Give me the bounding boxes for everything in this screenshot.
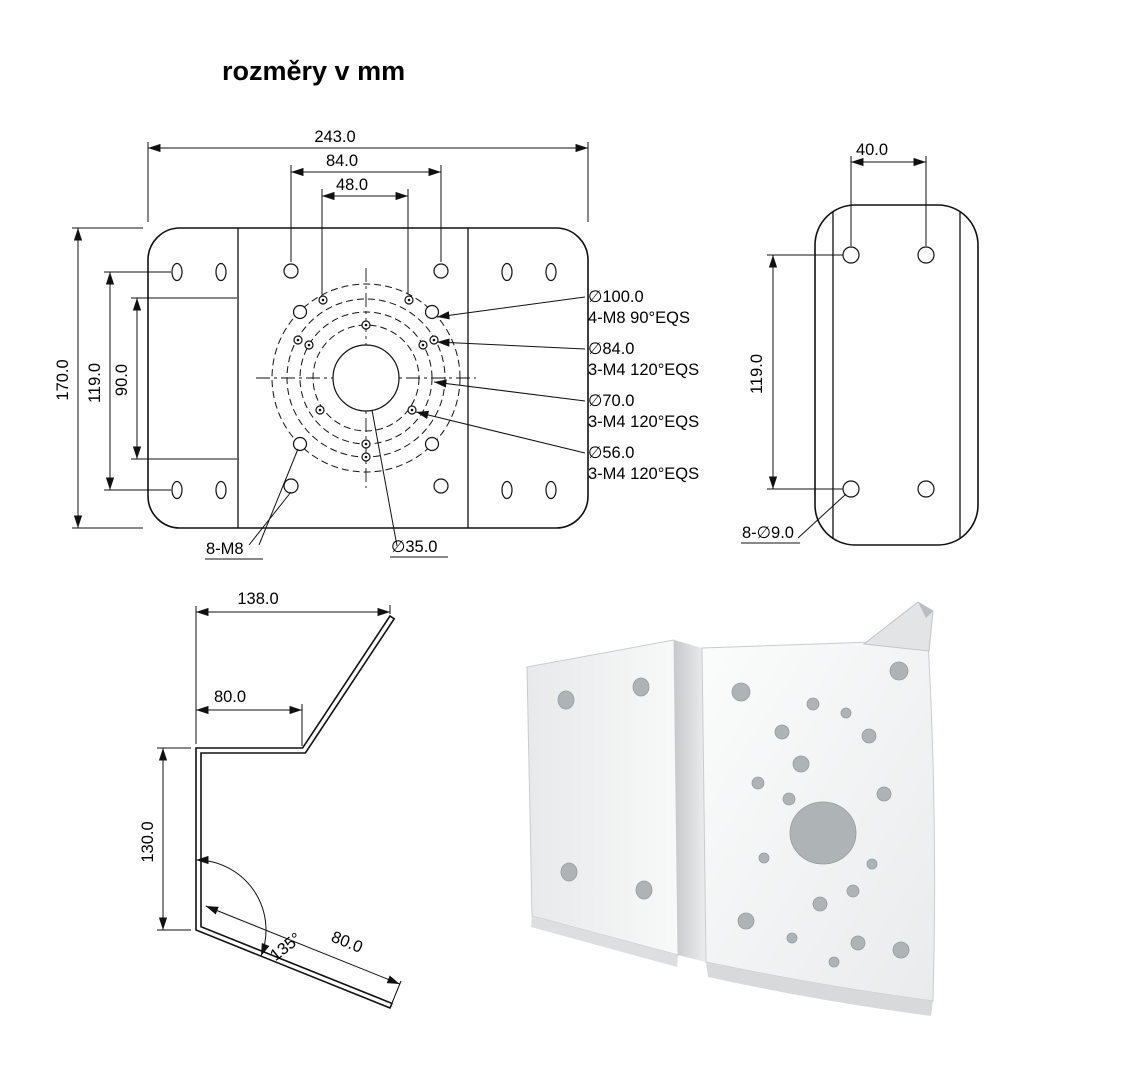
bracket-fold (674, 640, 706, 962)
bracket-left-flange (526, 639, 679, 956)
label-center-hole: ∅35.0 (371, 409, 448, 558)
annotation-spec-56: 3-M4 120°EQS (588, 465, 699, 483)
dim-text-80-plate: 80.0 (214, 688, 246, 706)
center-hole (332, 344, 400, 412)
label-side-holes: 8-∅9.0 (741, 493, 847, 544)
dim-text-119: 119.0 (86, 363, 104, 403)
dim-text-90: 90.0 (113, 364, 131, 396)
front-view: 243.0 84.0 48.0 170.0 119.0 (54, 128, 699, 560)
bracket-left-bottom-edge (531, 916, 678, 967)
dim-mid-span-90: 90.0 (113, 297, 237, 460)
label-corner-holes: 8-M8 (205, 448, 299, 560)
annotation-spec-70: 3-M4 120°EQS (588, 413, 699, 431)
dim-overall-138: 138.0 (195, 590, 391, 744)
dim-overall-width: 243.0 (147, 128, 589, 222)
annotation-dia-84: ∅84.0 (588, 340, 635, 358)
corner-bolt-holes (283, 263, 449, 494)
slot-holes (171, 262, 557, 500)
dim-wing-80: 80.0 (205, 905, 402, 1004)
side-plate (814, 204, 979, 546)
dim-text-40: 40.0 (856, 141, 888, 159)
bracket-plate-holes (731, 661, 910, 968)
dim-text-138: 138.0 (237, 590, 278, 608)
annotation-dia-70: ∅70.0 (588, 392, 635, 410)
bolt-circle-annotations: ∅100.0 4-M8 90°EQS ∅84.0 3-M4 120°EQS ∅7… (415, 288, 699, 483)
dim-text-130: 130.0 (139, 821, 157, 862)
side-holes (842, 246, 935, 498)
dim-text-119-side: 119.0 (748, 354, 766, 394)
dim-text-243: 243.0 (314, 128, 355, 146)
dim-height-170: 170.0 (54, 227, 143, 529)
dim-plate-80: 80.0 (196, 688, 303, 746)
bracket-center-hole (789, 801, 857, 865)
side-view: 40.0 119.0 8-∅9.0 (741, 141, 979, 546)
profile-view: 138.0 80.0 130.0 80.0 135° (139, 590, 402, 1010)
dim-text-80-wing: 80.0 (329, 928, 366, 957)
m8-circle-holes (292, 304, 440, 452)
bracket-top-tab-edge (918, 602, 933, 618)
annotation-dia-56: ∅56.0 (588, 444, 635, 462)
dim-text-170: 170.0 (54, 359, 72, 400)
dim-hole-span-84: 84.0 (290, 152, 442, 262)
profile-outline (195, 614, 396, 1010)
annotation-spec-100: 4-M8 90°EQS (588, 309, 690, 327)
dim-slot-span-119: 119.0 (86, 271, 171, 491)
dim-text-84: 84.0 (326, 152, 358, 170)
dim-depth-130: 130.0 (139, 747, 191, 931)
dim-hole-pitch-40: 40.0 (850, 141, 927, 246)
label-8m8-text: 8-M8 (206, 540, 244, 558)
m4-holes (293, 295, 439, 462)
dim-inner-span-48: 48.0 (321, 176, 409, 294)
annotation-dia-100: ∅100.0 (588, 288, 644, 306)
dim-text-48: 48.0 (336, 176, 368, 194)
annotation-spec-84: 3-M4 120°EQS (588, 361, 699, 379)
dim-text-135: 135° (267, 929, 305, 964)
page-title: rozměry v mm (222, 56, 405, 86)
bracket-3d-render (526, 601, 936, 1016)
label-d35-text: ∅35.0 (391, 538, 438, 556)
label-8d9-text: 8-∅9.0 (742, 524, 794, 542)
bracket-flange-holes (557, 677, 653, 900)
dim-hole-span-119-side: 119.0 (748, 254, 843, 490)
bracket-bottom-edge (706, 962, 933, 1016)
